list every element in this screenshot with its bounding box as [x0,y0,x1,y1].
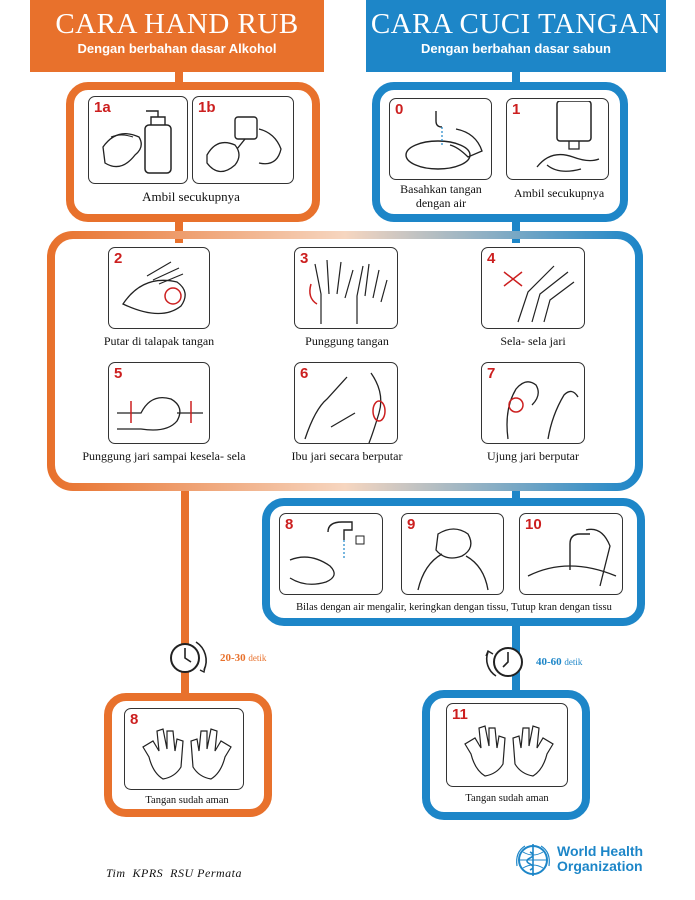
step-number: 0 [395,101,404,118]
step-number: 5 [114,365,123,382]
handwash-title: CARA CUCI TANGAN [370,8,662,40]
who-line1: World Health [557,843,644,859]
step-number: 1a [94,99,111,116]
dry-tissue-icon [417,528,489,591]
handwash-prep-box [372,82,628,222]
handwash-final-caption: Tangan sudah aman [465,793,549,804]
footer-credit: Tim KPRS RSU Permata [106,866,242,880]
step-5-panel: 5 [108,362,210,444]
handrub-header: CARA HAND RUB Dengan berbahan dasar Alko… [30,0,324,72]
step-1a-panel: 1a [88,96,188,184]
rinse-tap-icon [289,521,365,585]
step-number: 7 [487,365,496,382]
step-number: 11 [452,706,468,723]
step-number: 3 [300,250,309,267]
step-6-panel: 6 [294,362,398,444]
sink-wet-hands-icon [405,111,483,170]
step-number: 1 [512,101,521,118]
step-number: 6 [300,365,309,382]
timer-unit: detik [248,653,267,663]
step-7-panel: 7 [481,362,585,444]
step-4-caption: Sela- sela jari [500,334,566,348]
handrub-take-box [66,82,320,222]
handrub-title: CARA HAND RUB [55,8,299,40]
step-1-caption: Ambil secukupnya [513,186,605,200]
handrub-take-caption: Ambil secukupnya [142,189,240,204]
back-hand-rub-icon [309,259,388,324]
step-8-rinse-panel: 8 [279,513,383,595]
knuckle-rub-icon [117,396,203,431]
step-3-caption: Punggung tangan [305,334,389,348]
who-wordmark: World Health Organization [557,844,643,874]
timer-value: 40-60 [536,656,562,668]
handwash-timer: 40-60 detik [536,656,582,668]
pump-hand-icon [206,116,282,173]
step-3-panel: 3 [294,247,398,329]
step-2-panel: 2 [108,247,210,329]
step-9-panel: 9 [401,513,504,595]
timer-clock-icon [485,647,523,677]
handwash-subtitle: Dengan berbahan dasar sabun [421,41,611,56]
step-1-panel: 1 [506,98,609,180]
who-line2: Organization [557,858,643,874]
step-number: 10 [525,516,542,533]
rinse-caption: Bilas dengan air mengalir, keringkan den… [296,602,612,613]
step-number: 8 [285,516,294,533]
step-number: 9 [407,516,416,533]
step-2-caption: Putar di talapak tangan [103,334,215,348]
timer-unit: detik [564,657,583,667]
handrub-final-panel: 8 [124,708,244,790]
timer-value: 20-30 [220,652,246,664]
soap-dispenser-icon [536,101,600,172]
step-number: 1b [198,99,216,116]
handrub-timer: 20-30 detik [220,652,266,664]
handrub-final-box [104,693,272,817]
clean-hands-icon [142,728,232,780]
step-4-panel: 4 [481,247,585,329]
who-emblem-icon [516,844,550,876]
middle-steps-frame [47,231,643,491]
interlace-fingers-icon [503,265,575,323]
handwash-final-box [422,690,590,820]
step-number: 2 [114,250,123,267]
alcohol-bottle-icon [102,110,172,174]
close-tap-icon [527,528,617,587]
thumb-rotate-icon [304,372,386,443]
step-0-panel: 0 [389,98,492,180]
clean-hands-icon [464,725,554,777]
handrub-final-caption: Tangan sudah aman [145,795,229,806]
step-10-panel: 10 [519,513,623,595]
handwash-final-panel: 11 [446,703,568,787]
fingertip-rotate-icon [506,381,579,440]
timer-clock-icon [170,641,207,674]
who-logo: World Health Organization [513,840,689,882]
step-5-caption: Punggung jari sampai kesela- sela [82,449,246,463]
step-number: 8 [130,711,139,728]
step-6-caption: Ibu jari secara berputar [291,449,403,463]
step-0-caption: Basahkan tangan dengan air [400,182,482,210]
step-number: 4 [487,250,496,267]
handrub-subtitle: Dengan berbahan dasar Alkohol [77,41,277,56]
step-7-caption: Ujung jari berputar [487,449,579,463]
handwash-header: CARA CUCI TANGAN Dengan berbahan dasar s… [366,0,666,72]
palm-rub-icon [122,261,186,315]
step-1b-panel: 1b [192,96,294,184]
rinse-box [262,498,645,626]
